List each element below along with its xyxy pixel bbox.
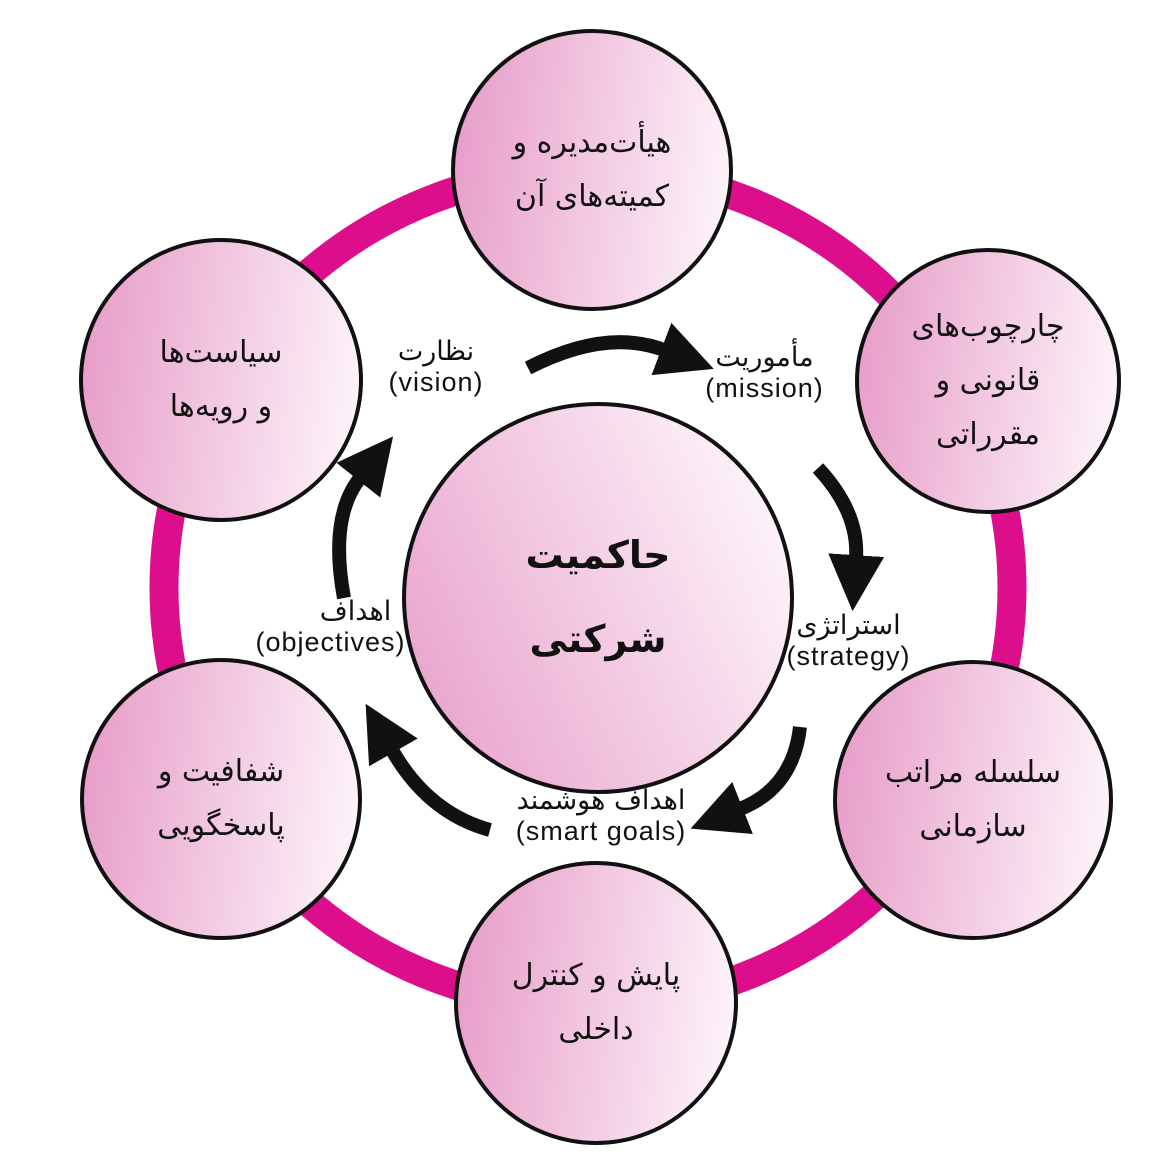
node-corporate-governance-label: حاکمیت شرکتی xyxy=(526,514,671,681)
node-policies-procedures: سیاست‌ها و رویه‌ها xyxy=(79,238,363,522)
node-label-line: شفافیت و xyxy=(157,754,285,789)
node-label-line: پایش و کنترل xyxy=(511,958,681,993)
arrow-label-objectives: اهداف (objectives) xyxy=(238,596,423,658)
node-internal-monitoring-label: پایش و کنترل داخلی xyxy=(512,949,680,1057)
arrow-label-strategy-en: (strategy) xyxy=(786,641,911,671)
node-transparency-accountability-label: شفافیت و پاسخگویی xyxy=(157,745,284,853)
arrow-label-smart-goals-fa: اهداف هوشمند xyxy=(516,785,686,816)
arrow-smart-goals-to-objectives xyxy=(365,703,492,837)
arrow-objectives-to-vision xyxy=(332,436,394,600)
node-internal-monitoring: پایش و کنترل داخلی xyxy=(454,861,738,1145)
arrow-label-strategy-fa: استراتژی xyxy=(796,610,901,641)
node-transparency-accountability: شفافیت و پاسخگویی xyxy=(80,658,362,940)
node-label-line: شرکتی xyxy=(529,617,667,661)
node-org-hierarchy-label: سلسله مراتب سازمانی xyxy=(885,746,1061,854)
node-label-line: سلسله مراتب xyxy=(884,755,1062,790)
arrow-mission-to-strategy xyxy=(812,463,885,612)
arrow-label-vision: نظارت (vision) xyxy=(346,336,526,398)
node-policies-procedures-label: سیاست‌ها و رویه‌ها xyxy=(160,326,283,434)
arrow-label-smart-goals: اهداف هوشمند (smart goals) xyxy=(486,785,716,847)
node-org-hierarchy: سلسله مراتب سازمانی xyxy=(833,660,1113,940)
arrow-label-vision-en: (vision) xyxy=(388,367,484,397)
node-board-committees-label: هیأت‌مدیره و کمیته‌های آن xyxy=(513,116,672,224)
node-label-line: پاسخگویی xyxy=(157,808,285,843)
node-legal-frameworks: چارچوب‌های قانونی و مقرراتی xyxy=(855,248,1121,514)
node-label-line: هیأت‌مدیره و xyxy=(512,125,672,160)
node-corporate-governance: حاکمیت شرکتی xyxy=(402,402,794,794)
arrow-label-objectives-fa: اهداف xyxy=(319,596,392,627)
node-label-line: مقرراتی xyxy=(936,417,1040,452)
node-label-line: داخلی xyxy=(558,1012,634,1047)
arrow-label-objectives-en: (objectives) xyxy=(255,627,406,657)
node-label-line: سیاست‌ها xyxy=(159,335,283,370)
node-label-line: چارچوب‌های xyxy=(911,309,1065,344)
arrow-label-mission-en: (mission) xyxy=(705,373,824,403)
node-label-line: حاکمیت xyxy=(525,533,671,578)
arrow-label-mission-fa: مأموریت xyxy=(715,342,814,373)
arrow-label-mission: مأموریت (mission) xyxy=(672,342,857,404)
node-label-line: سازمانی xyxy=(919,809,1027,844)
arrow-vision-to-mission xyxy=(524,322,714,376)
node-label-line: کمیته‌های آن xyxy=(514,179,670,214)
arrow-label-smart-goals-en: (smart goals) xyxy=(515,816,687,846)
node-label-line: و رویه‌ها xyxy=(169,389,273,424)
arrow-label-vision-fa: نظارت xyxy=(397,336,475,367)
node-legal-frameworks-label: چارچوب‌های قانونی و مقرراتی xyxy=(912,300,1065,462)
node-board-committees: هیأت‌مدیره و کمیته‌های آن xyxy=(451,29,733,311)
arrow-label-strategy: استراتژی (strategy) xyxy=(756,610,941,672)
node-label-line: قانونی و xyxy=(935,363,1041,398)
arrow-strategy-to-smart-goals xyxy=(690,726,807,834)
